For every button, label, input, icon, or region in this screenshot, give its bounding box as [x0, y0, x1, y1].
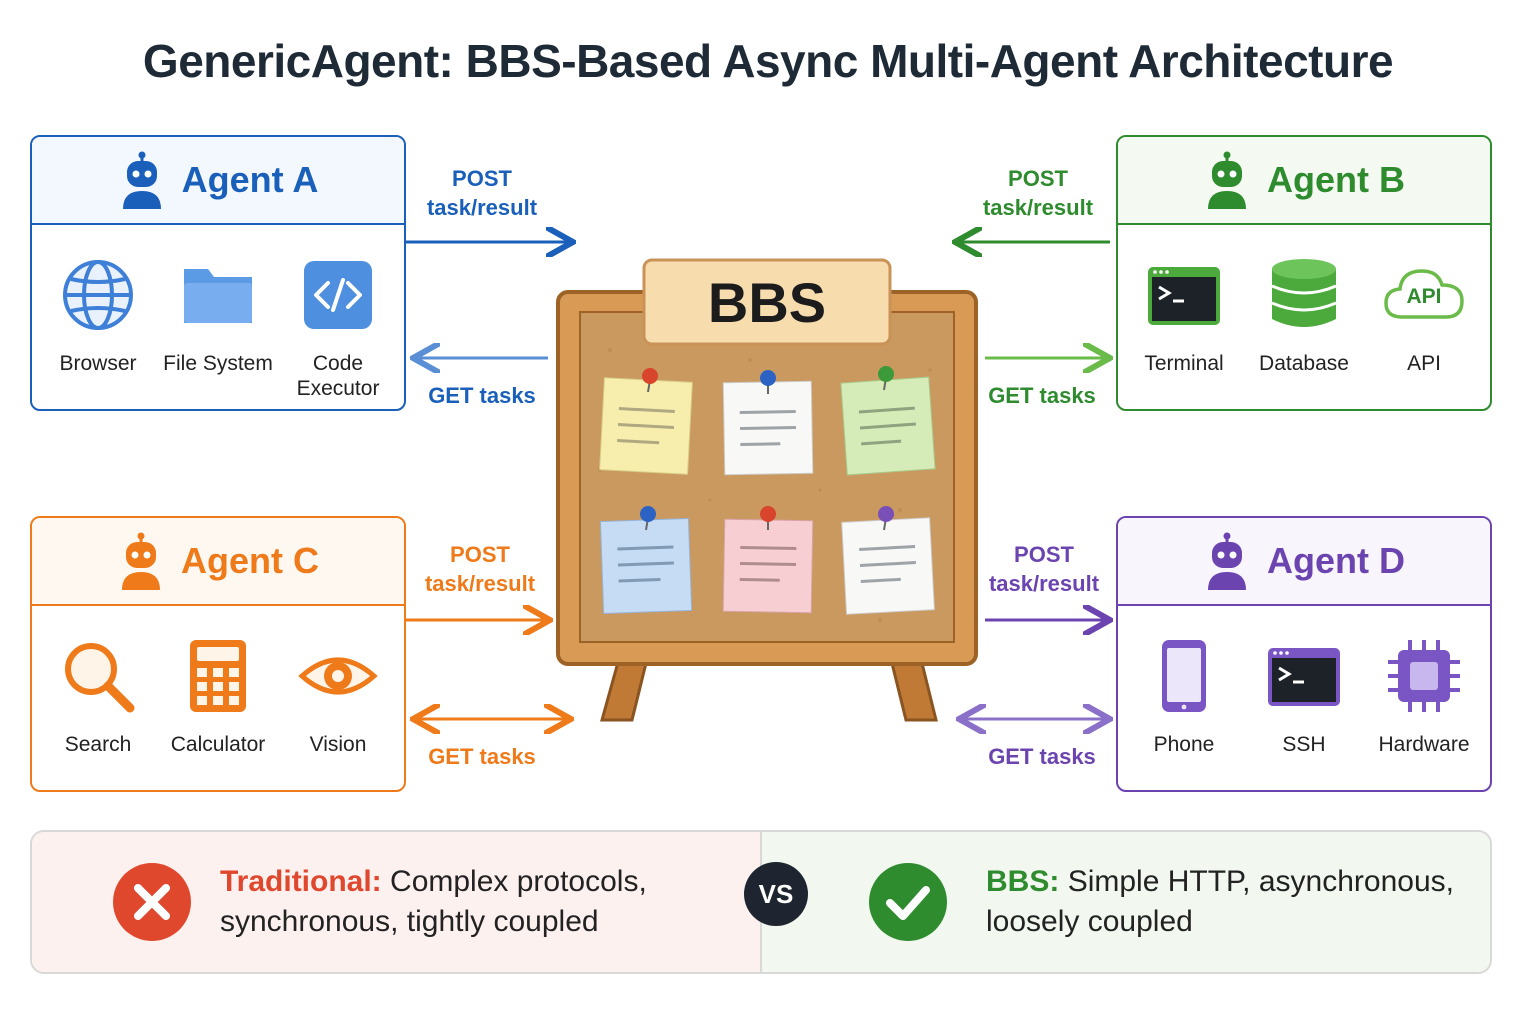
tool-calculator: Calculator [159, 636, 277, 757]
tool-database: Database [1245, 255, 1363, 376]
chip-icon [1388, 640, 1460, 712]
agent-a-name: Agent A [181, 159, 319, 200]
sticky-note [722, 380, 814, 476]
cloud-api-icon [1384, 269, 1464, 319]
code-icon [304, 261, 372, 329]
check-icon [869, 863, 947, 941]
sticky-note [722, 518, 814, 614]
cross-icon [113, 863, 191, 941]
tool-hardware: Hardware [1365, 636, 1483, 757]
phone-icon [1162, 640, 1206, 712]
bbs-board [556, 258, 978, 722]
agent-a-get-label: GET tasks [428, 383, 536, 408]
robot-icon [122, 532, 160, 590]
robot-icon [1208, 151, 1246, 209]
sticky-note [840, 376, 936, 476]
agent-b-name: Agent B [1267, 159, 1405, 200]
robot-icon [122, 151, 161, 209]
comparison-panel: Traditional: Complex protocols, synchron… [30, 830, 1492, 974]
tool-browser: Browser [39, 255, 157, 401]
sticky-note [599, 517, 693, 615]
ssh-terminal-icon [1268, 648, 1340, 706]
bbs-side: BBS: Simple HTTP, asynchronous, loosely … [760, 832, 1490, 972]
pin-icon [640, 506, 656, 531]
traditional-text: Traditional: Complex protocols, synchron… [220, 865, 647, 938]
agent-b-get-label: GET tasks [988, 383, 1096, 408]
agent-c-header: Agent C [32, 518, 404, 606]
agent-a-header: Agent A [32, 137, 404, 225]
terminal-icon [1148, 267, 1220, 325]
api-badge: API [1406, 285, 1442, 308]
pin-icon [760, 506, 776, 530]
agent-d-card: Agent D Phone SSH Hardware [1116, 516, 1492, 792]
sticky-note [841, 517, 935, 615]
tool-search: Search [39, 636, 157, 757]
sticky-note [599, 377, 693, 475]
pin-icon [878, 506, 894, 531]
bbs-text: BBS: Simple HTTP, asynchronous, loosely … [986, 865, 1454, 938]
tool-ssh: SSH [1245, 636, 1363, 757]
database-icon [1271, 259, 1337, 327]
robot-icon [1208, 532, 1246, 590]
pin-icon [878, 366, 894, 391]
agent-d-get-label: GET tasks [988, 744, 1096, 769]
agent-c-get-label: GET tasks [428, 744, 536, 769]
calculator-icon [190, 640, 246, 712]
traditional-side: Traditional: Complex protocols, synchron… [32, 832, 760, 972]
tool-terminal: Terminal [1125, 255, 1243, 376]
agent-b-card: Agent B Terminal Database API API [1116, 135, 1492, 411]
agent-a-card: Agent A Browser File System Code Executo… [30, 135, 406, 411]
folder-icon [184, 269, 252, 323]
agent-b-header: Agent B [1118, 137, 1490, 225]
agent-d-name: Agent D [1267, 540, 1405, 581]
eye-icon [298, 657, 378, 695]
vs-badge: VS [744, 862, 808, 926]
tool-code-executor: Code Executor [279, 255, 397, 401]
agent-c-name: Agent C [181, 540, 319, 581]
bbs-title: BBS [707, 270, 827, 334]
magnifier-icon [65, 643, 135, 713]
tool-file-system: File System [159, 255, 277, 401]
tool-vision: Vision [279, 636, 397, 757]
agent-d-header: Agent D [1118, 518, 1490, 606]
page-title: GenericAgent: BBS-Based Async Multi-Agen… [142, 35, 1394, 87]
globe-icon [63, 260, 133, 330]
tool-api: API API [1365, 255, 1483, 376]
agent-c-card: Agent C Search Calculator Vision [30, 516, 406, 792]
pin-icon [642, 368, 658, 393]
tool-phone: Phone [1125, 636, 1243, 757]
pin-icon [760, 370, 776, 394]
